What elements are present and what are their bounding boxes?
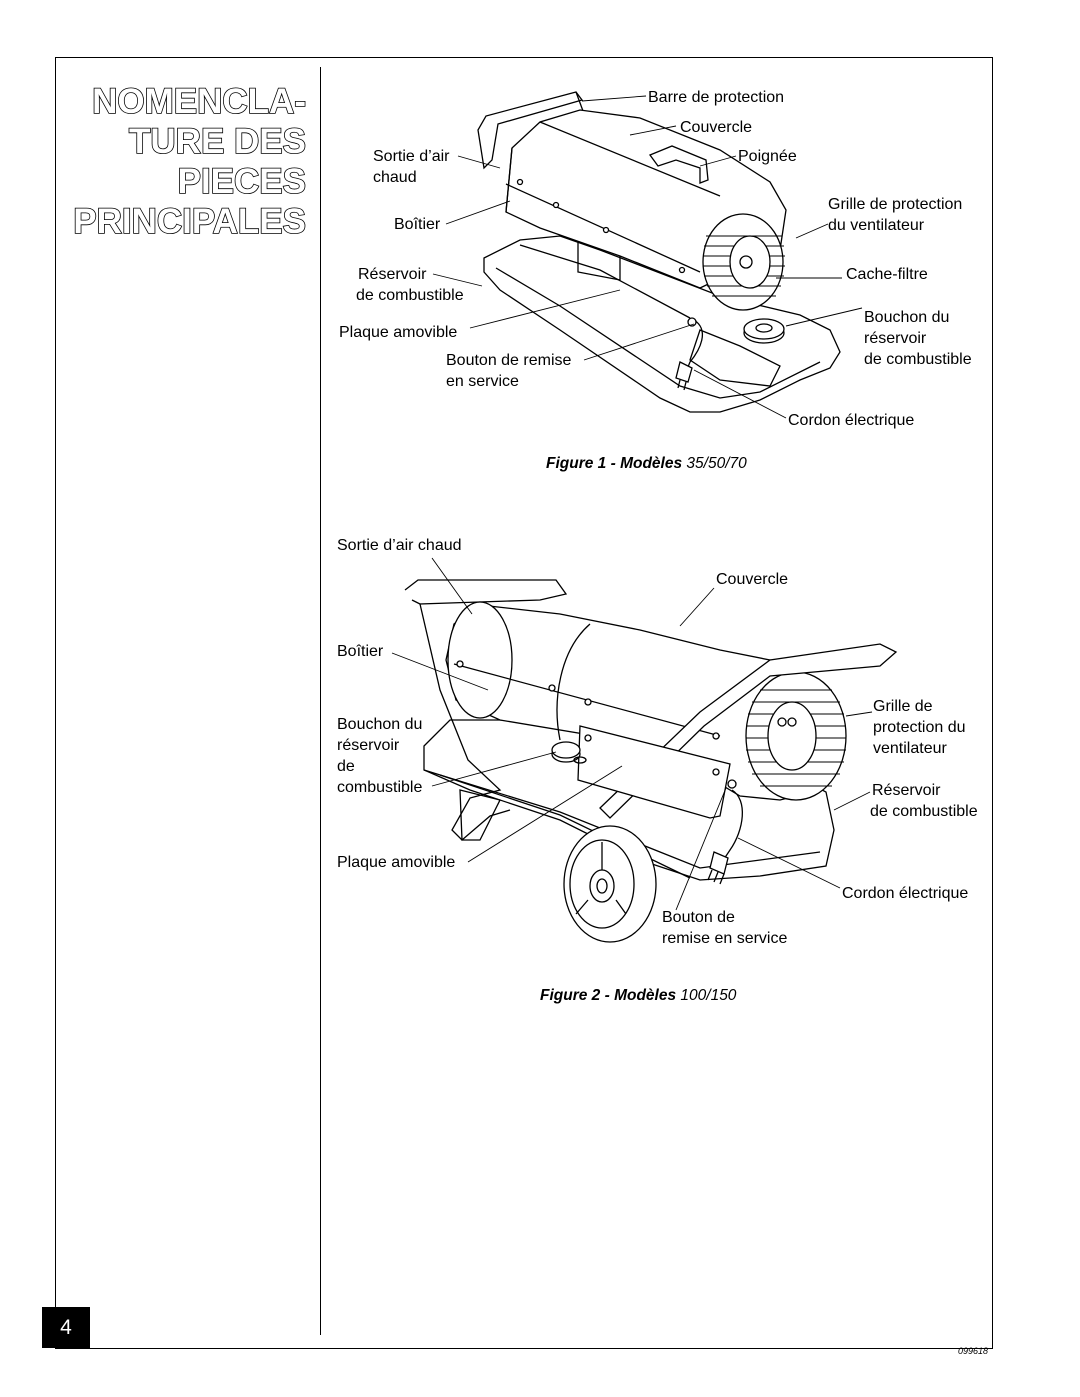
fig1-label-bouchon-2: réservoir	[864, 330, 927, 347]
fig1-label-sortie-air-1: Sortie d’air	[373, 148, 450, 165]
fig1-label-boitier: Boîtier	[394, 216, 441, 233]
fig2-label-cordon: Cordon électrique	[842, 885, 969, 902]
fig1-label-bouton-2: en service	[446, 373, 519, 390]
title-line-1: NOMENCLA-	[91, 81, 306, 122]
fig2-label-couvercle: Couvercle	[716, 571, 789, 588]
figure-1-caption-prefix: Figure 1 - Modèles	[546, 455, 683, 472]
fig2-label-bouchon-1: Bouchon du	[337, 716, 423, 733]
page-frame	[55, 57, 993, 1349]
figure-2-caption-prefix: Figure 2 - Modèles	[540, 987, 677, 1004]
fig2-label-bouchon-3: de	[337, 758, 355, 775]
fig2-label-grille-1: Grille de	[873, 698, 933, 715]
fig1-label-reservoir-1: Réservoir	[358, 266, 427, 283]
fig2-label-grille-2: protection du	[873, 719, 966, 736]
fig2-label-boitier: Boîtier	[337, 643, 384, 660]
fig2-label-grille-3: ventilateur	[873, 740, 947, 757]
fig2-label-bouchon-4: combustible	[337, 779, 423, 796]
fig1-label-couvercle: Couvercle	[680, 119, 753, 136]
fig2-label-reservoir-1: Réservoir	[872, 782, 941, 799]
fig2-label-reservoir-2: de combustible	[870, 803, 978, 820]
fig1-label-cordon: Cordon électrique	[788, 412, 915, 429]
document-number: 099618	[958, 1346, 989, 1356]
fig2-label-plaque: Plaque amovible	[337, 854, 456, 871]
page-title: NOMENCLA- TURE DES PIECES PRINCIPALES	[70, 81, 307, 242]
page-number-box: 4	[42, 1307, 90, 1348]
fig1-label-reservoir-2: de combustible	[356, 287, 464, 304]
fig1-label-grille-2: du ventilateur	[828, 217, 925, 234]
title-line-3: PIECES	[177, 161, 307, 202]
title-line-2: TURE DES	[128, 121, 307, 162]
column-divider	[320, 67, 321, 1335]
figure-1-caption: Figure 1 - Modèles 35/50/70	[546, 455, 747, 473]
fig1-label-cache-filtre: Cache-filtre	[846, 266, 928, 283]
figure-2-caption: Figure 2 - Modèles 100/150	[540, 987, 736, 1005]
fig2-label-bouton-2: remise en service	[662, 930, 788, 947]
fig1-label-barre-protection: Barre de protection	[648, 89, 785, 106]
fig1-label-bouchon-1: Bouchon du	[864, 309, 950, 326]
fig1-label-poignee: Poignée	[738, 148, 797, 165]
figure-2-caption-models: 100/150	[676, 987, 737, 1004]
fig2-label-bouchon-2: réservoir	[337, 737, 400, 754]
figure-1-caption-models: 35/50/70	[682, 455, 747, 472]
fig1-label-bouchon-3: de combustible	[864, 351, 972, 368]
fig1-label-sortie-air-2: chaud	[373, 169, 417, 186]
fig2-label-bouton-1: Bouton de	[662, 909, 735, 926]
fig1-label-bouton-1: Bouton de remise	[446, 352, 572, 369]
title-line-4: PRINCIPALES	[72, 201, 306, 242]
fig2-label-sortie-air: Sortie d’air chaud	[337, 537, 462, 554]
fig1-label-grille-1: Grille de protection	[828, 196, 963, 213]
page-number: 4	[60, 1315, 72, 1339]
fig1-label-plaque: Plaque amovible	[339, 324, 458, 341]
